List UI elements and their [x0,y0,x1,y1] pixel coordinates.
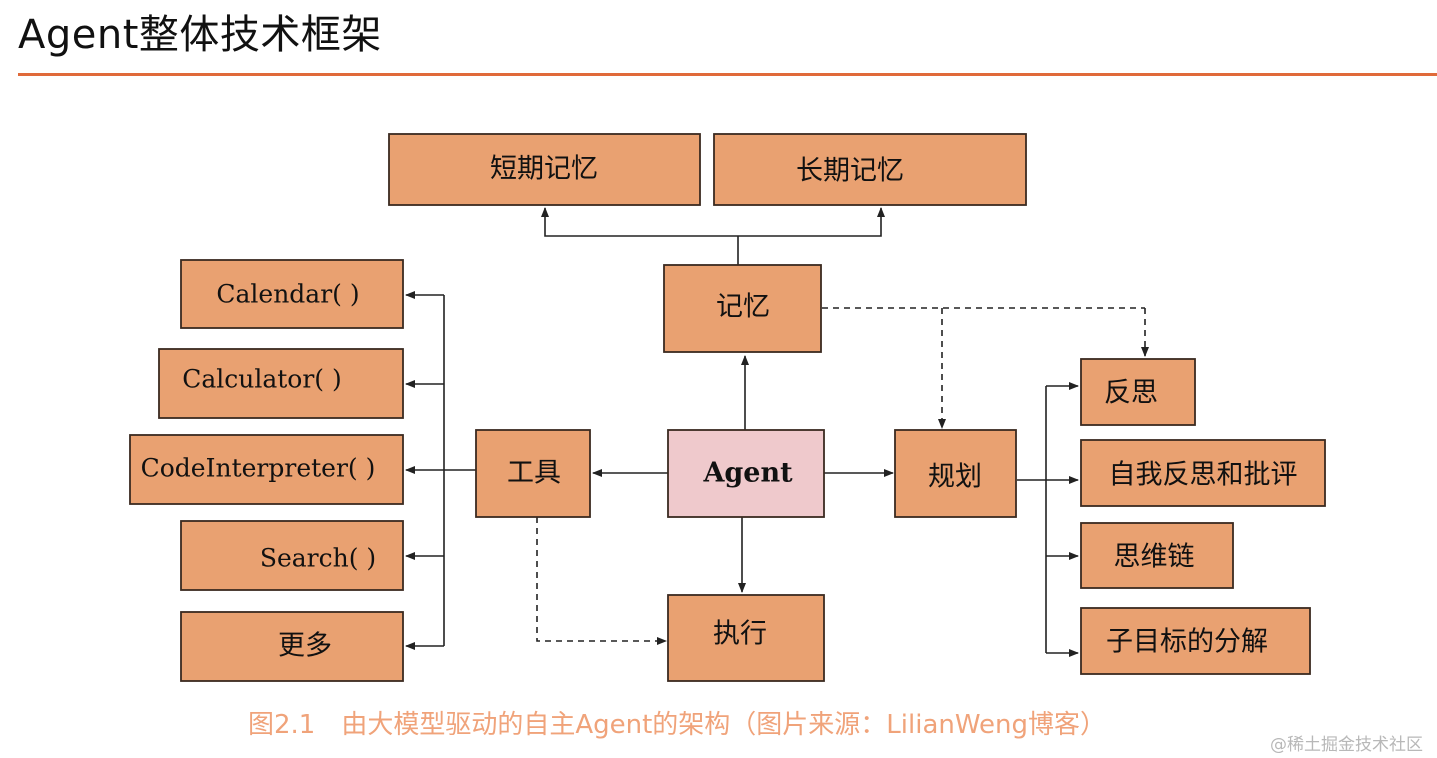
node-tools-label: 工具 [507,458,561,489]
page-title: Agent整体技术框架 [18,12,382,58]
node-more: 更多 [180,611,404,682]
edge-to-long-memory [738,207,885,237]
node-chain-of-thought: 思维链 [1080,522,1234,589]
node-calendar-label: Calendar( ) [216,280,359,309]
node-agent-label: Agent [702,458,793,489]
node-short-memory-label: 短期记忆 [490,154,598,185]
node-calculator-label: Calculator( ) [182,365,342,394]
figure-caption: 图2.1 由大模型驱动的自主Agent的架构（图片来源：LilianWeng博客… [248,710,1107,740]
node-more-label: 更多 [278,631,332,662]
node-short-memory: 短期记忆 [388,133,701,206]
node-long-memory: 长期记忆 [713,133,1027,206]
node-search: Search( ) [180,520,404,591]
node-long-memory-label: 长期记忆 [796,156,904,187]
node-tools: 工具 [475,429,591,518]
watermark: @稀土掘金技术社区 [1270,735,1423,755]
node-code-interpreter-label: CodeInterpreter( ) [141,454,376,483]
node-subgoal-label: 子目标的分解 [1106,627,1268,658]
node-search-label: Search( ) [260,544,376,573]
connectors [405,207,1149,657]
node-chain-of-thought-label: 思维链 [1114,542,1195,573]
node-action-label: 执行 [713,619,767,650]
node-agent: Agent [667,429,825,518]
node-memory: 记忆 [663,264,822,353]
node-calendar: Calendar( ) [180,259,404,329]
node-code-interpreter: CodeInterpreter( ) [129,434,404,505]
node-self-critique: 自我反思和批评 [1080,439,1326,507]
node-subgoal: 子目标的分解 [1080,607,1311,675]
title-divider [18,73,1437,76]
node-reflection: 反思 [1080,358,1196,426]
node-calculator: Calculator( ) [158,348,404,419]
node-planning-label: 规划 [928,462,982,493]
node-planning: 规划 [894,429,1017,518]
edge-to-short-memory [541,207,738,237]
node-memory-label: 记忆 [716,292,770,323]
node-reflection-label: 反思 [1104,378,1158,409]
node-action: 执行 [667,594,825,682]
node-self-critique-label: 自我反思和批评 [1109,460,1298,491]
edge-tools-action [536,517,667,645]
